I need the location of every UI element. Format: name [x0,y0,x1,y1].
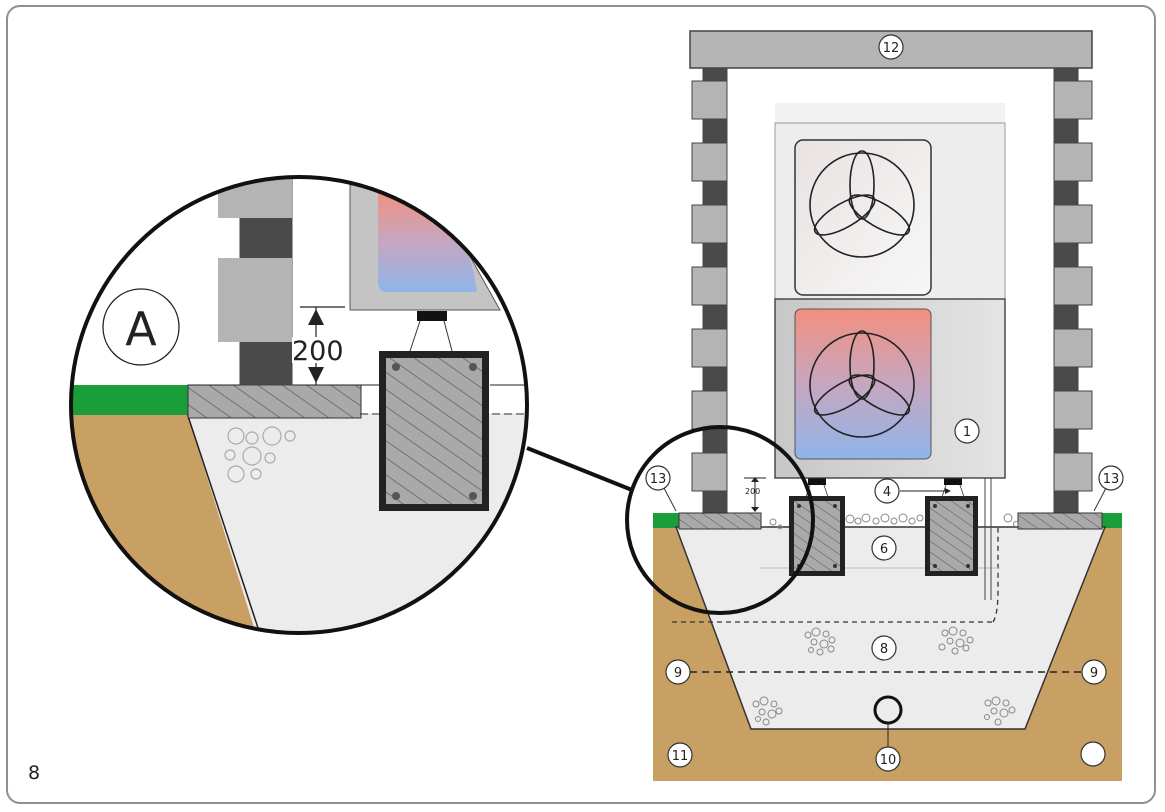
drain-line-dashed [992,527,999,623]
main-section: 200 [653,30,1122,781]
callout-9-left: 9 [665,659,691,685]
fan-icon [809,150,915,258]
detail-slab [187,384,362,419]
detail-marker-circle [625,425,815,615]
gravel-pebbles [752,513,1019,726]
svg-text:13: 13 [650,472,667,487]
callout-4: 4 [874,478,900,504]
detail-wall [218,177,293,386]
detail-a: 200 A [69,175,529,635]
svg-text:4: 4 [883,485,891,500]
fan-icon [809,330,915,438]
callout-8: 8 [871,635,897,661]
detail-foot [417,311,447,321]
svg-text:10: 10 [880,753,897,768]
page-number: 8 [28,762,41,784]
detail-unit-corner [349,184,501,311]
dimension-small-label: 200 [745,487,760,496]
detail-a-label: A [125,302,157,356]
slab-right [1017,512,1103,530]
svg-text:13: 13 [1103,472,1120,487]
support-block-right [925,496,978,576]
detail-dimension-label: 200 [292,336,344,367]
callout-blank [1080,741,1106,767]
callout-11: 11 [667,742,693,768]
upper-unit [774,103,1006,300]
slab-left [678,512,762,530]
figure-frame [6,5,1156,804]
lower-unit [774,298,1006,479]
grass-right [1100,513,1122,528]
svg-text:12: 12 [883,41,900,56]
svg-text:1: 1 [963,425,971,440]
wall-left [691,67,728,513]
callout-9-right: 9 [1081,659,1107,685]
svg-text:8: 8 [880,642,888,657]
svg-text:9: 9 [674,666,682,681]
svg-text:11: 11 [672,749,689,764]
vibration-foot-right [944,478,962,485]
detail-support-block [379,351,489,511]
detail-grass [71,385,188,415]
svg-text:9: 9 [1090,666,1098,681]
grass-left [653,513,683,528]
callout-6: 6 [871,535,897,561]
support-block-left [789,496,845,576]
callout-1: 1 [954,418,980,444]
callouts: 12 1 4 6 8 9 9 10 11 13 13 [645,34,1124,772]
detail-connector [526,446,633,492]
wall-right [1053,67,1093,513]
vibration-foot-left [808,478,826,485]
detail-a-marker [102,288,180,366]
callout-12: 12 [878,34,904,60]
callout-13-right: 13 [1098,465,1124,491]
detail-pebbles [224,426,296,483]
callout-10: 10 [875,746,901,772]
svg-text:6: 6 [880,542,888,557]
callout-13-left: 13 [645,465,671,491]
dimension-small [744,477,766,512]
